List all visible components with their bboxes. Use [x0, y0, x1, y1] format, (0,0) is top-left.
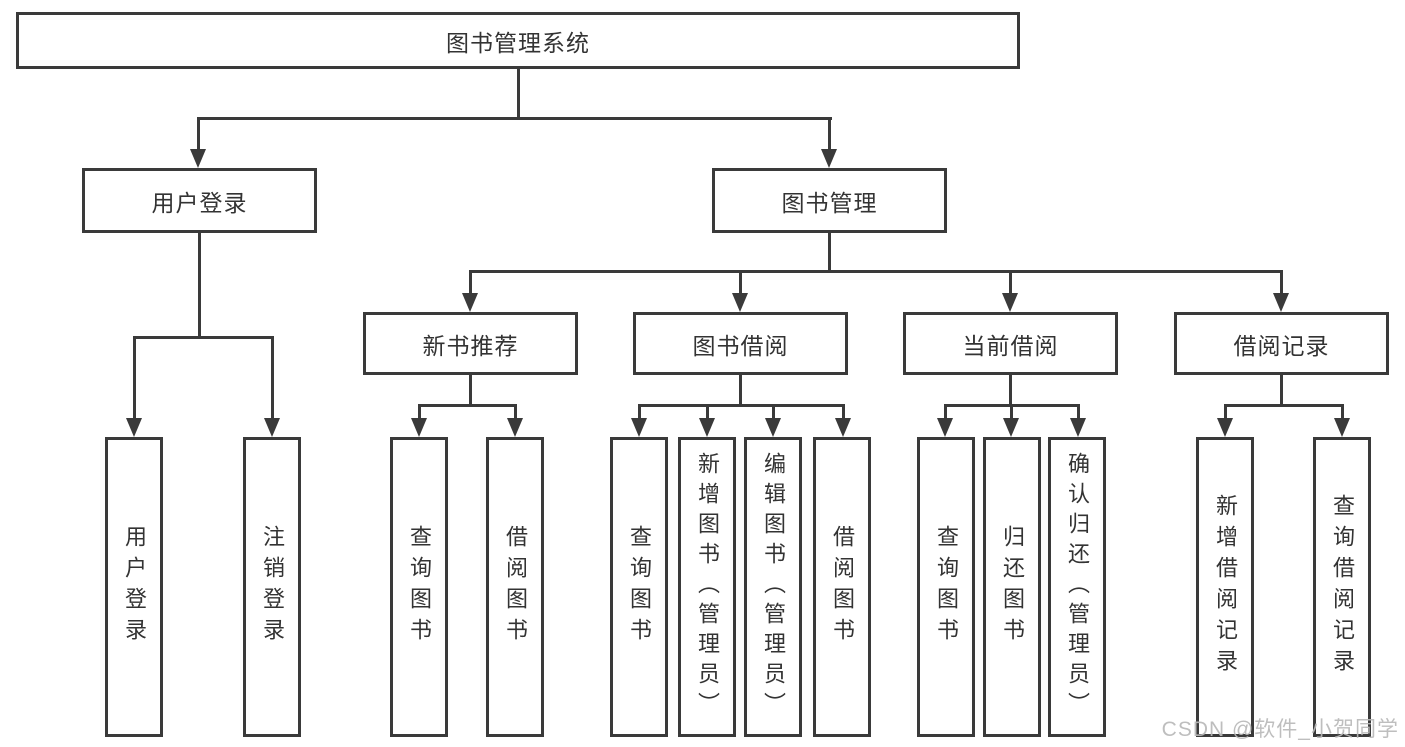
arrowhead: [264, 418, 280, 437]
arrowhead: [835, 418, 851, 437]
leaf-borrow-books-recommend: 借阅图书: [486, 437, 544, 737]
connector-segment: [1077, 404, 1080, 421]
leaf-borrow-books: 借阅图书: [813, 437, 871, 737]
connector-segment: [197, 117, 200, 152]
arrowhead: [1070, 418, 1086, 437]
connector-segment: [739, 270, 742, 296]
leaf-query-books-recommend: 查询图书: [390, 437, 448, 737]
connector-segment: [638, 404, 845, 407]
connector-segment: [418, 404, 517, 407]
connector-segment: [1280, 270, 1283, 296]
connector-segment: [1224, 404, 1227, 421]
arrowhead: [821, 149, 837, 168]
connector-segment: [828, 117, 831, 152]
leaf-add-borrow-record: 新增借阅记录: [1196, 437, 1254, 737]
node-borrow-record: 借阅记录: [1174, 312, 1389, 375]
connector-segment: [638, 404, 641, 421]
connector-segment: [197, 117, 832, 120]
node-library-management-system: 图书管理系统: [16, 12, 1020, 69]
arrowhead: [411, 418, 427, 437]
connector-segment: [1009, 270, 1012, 296]
connector-segment: [469, 270, 472, 296]
connector-segment: [1341, 404, 1344, 421]
connector-segment: [1009, 375, 1012, 407]
arrowhead: [507, 418, 523, 437]
arrowhead: [1334, 418, 1350, 437]
connector-segment: [271, 336, 274, 421]
leaf-user-login: 用户登录: [105, 437, 163, 737]
csdn-watermark: CSDN @软件_小贺同学: [1161, 718, 1399, 741]
connector-segment: [944, 404, 947, 421]
arrowhead: [699, 418, 715, 437]
connector-segment: [198, 233, 201, 339]
leaf-query-books-current: 查询图书: [917, 437, 975, 737]
connector-segment: [1224, 404, 1344, 407]
leaf-query-books-borrow: 查询图书: [610, 437, 668, 737]
arrowhead: [126, 418, 142, 437]
leaf-edit-books-admin: 编辑图书（管理员）: [744, 437, 802, 737]
connector-segment: [1280, 375, 1283, 407]
node-new-book-recommend: 新书推荐: [363, 312, 578, 375]
node-book-management: 图书管理: [712, 168, 947, 233]
connector-segment: [1010, 404, 1013, 421]
connector-segment: [133, 336, 274, 339]
connector-segment: [517, 69, 520, 120]
arrowhead: [1002, 293, 1018, 312]
arrowhead: [1003, 418, 1019, 437]
connector-segment: [772, 404, 775, 421]
leaf-query-borrow-record: 查询借阅记录: [1313, 437, 1371, 737]
arrowhead: [190, 149, 206, 168]
connector-segment: [469, 375, 472, 407]
node-book-borrow: 图书借阅: [633, 312, 848, 375]
leaf-add-books-admin: 新增图书（管理员）: [678, 437, 736, 737]
connector-segment: [842, 404, 845, 421]
node-current-borrow: 当前借阅: [903, 312, 1118, 375]
connector-segment: [514, 404, 517, 421]
arrowhead: [765, 418, 781, 437]
arrowhead: [937, 418, 953, 437]
arrowhead: [1217, 418, 1233, 437]
connector-segment: [133, 336, 136, 421]
connector-segment: [469, 270, 1283, 273]
arrowhead: [631, 418, 647, 437]
connector-segment: [828, 233, 831, 273]
node-user-login: 用户登录: [82, 168, 317, 233]
connector-segment: [706, 404, 709, 421]
connector-segment: [418, 404, 421, 421]
arrowhead: [462, 293, 478, 312]
leaf-confirm-return-admin: 确认归还（管理员）: [1048, 437, 1106, 737]
leaf-logout: 注销登录: [243, 437, 301, 737]
arrowhead: [1273, 293, 1289, 312]
leaf-return-books: 归还图书: [983, 437, 1041, 737]
arrowhead: [732, 293, 748, 312]
connector-segment: [739, 375, 742, 407]
